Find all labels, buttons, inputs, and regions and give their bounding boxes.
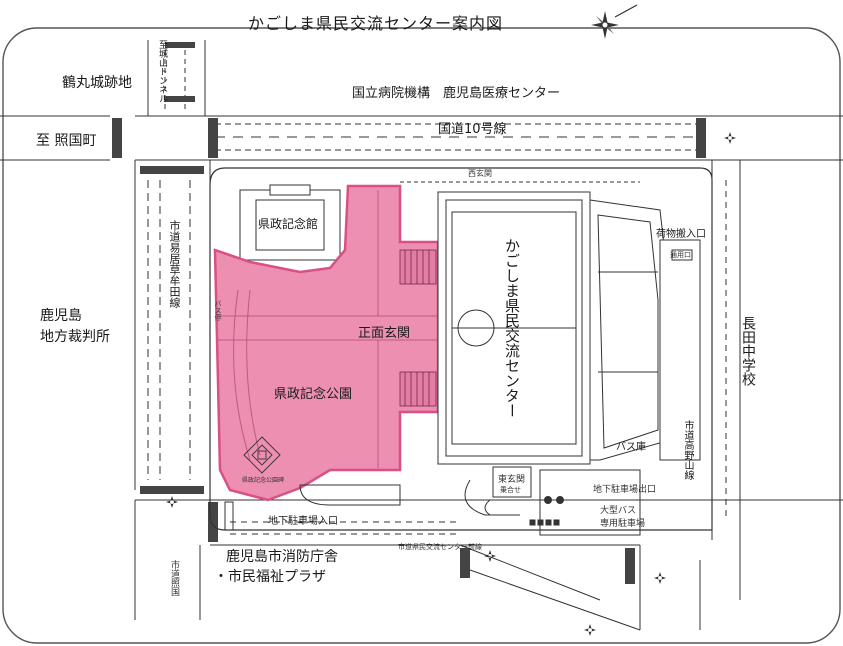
label-memorial-hall: 県政記念館 bbox=[258, 217, 319, 231]
label-nagata: 長田中学校 bbox=[740, 316, 756, 386]
label-park-small: 県政記念公園碑 bbox=[242, 477, 285, 484]
label-tunnel: 至城山トンネル bbox=[157, 40, 167, 103]
traffic-light-icon bbox=[166, 132, 736, 636]
label-small-road: 市道県民交流センター前線 bbox=[398, 543, 482, 551]
parking-area bbox=[224, 484, 401, 531]
memorial-hall-building bbox=[239, 184, 341, 261]
label-west-gate: 西玄関 bbox=[468, 169, 492, 178]
label-fire-2: ・市民福祉プラザ bbox=[214, 569, 326, 585]
compass-icon bbox=[591, 4, 638, 39]
label-tram-road: 市道易居草牟田線 bbox=[168, 220, 181, 308]
label-bus-garage: バス庫 bbox=[616, 442, 646, 453]
monument bbox=[243, 436, 281, 474]
label-route10: 国道10号線 bbox=[438, 122, 507, 137]
label-parking-exit: 地下駐車場出口 bbox=[593, 485, 657, 495]
label-main-entrance: 正面玄関 bbox=[358, 326, 411, 341]
label-center: かごしま県民交流センター bbox=[503, 238, 521, 418]
label-hospital: 国立病院機構 鹿児島医療センター bbox=[352, 86, 561, 101]
center-building bbox=[437, 191, 701, 465]
label-terukuni: 至 照国町 bbox=[36, 133, 97, 149]
courtyard bbox=[529, 469, 641, 536]
label-castle: 鶴丸城跡地 bbox=[62, 75, 132, 91]
label-east-gate: 東玄関 bbox=[498, 475, 526, 485]
site-boundary bbox=[209, 167, 713, 531]
label-drop-off: 乗合せ bbox=[500, 486, 521, 494]
east-gate-structure bbox=[464, 466, 532, 516]
label-large-bus: 大型バス bbox=[600, 506, 637, 516]
label-loading: 荷物搬入口 bbox=[656, 229, 706, 240]
label-tram2: 市道照国 bbox=[169, 560, 179, 596]
label-staff-parking: 専用駐車場 bbox=[600, 519, 646, 529]
label-takanoyama: 市道高野山線 bbox=[682, 420, 693, 480]
entrance-steps bbox=[399, 249, 437, 407]
park-area bbox=[213, 184, 440, 502]
label-fire-1: 鹿児島市消防庁舎 bbox=[226, 549, 338, 565]
map-title: かごしま県民交流センター案内図 bbox=[248, 14, 504, 33]
label-bus-stop: バス停 bbox=[214, 300, 222, 321]
label-parking-entrance: 地下駐車場入口 bbox=[268, 516, 338, 527]
label-passage: 通用口 bbox=[670, 251, 691, 259]
label-park: 県政記念公園 bbox=[274, 387, 353, 402]
park-paths bbox=[218, 190, 438, 468]
label-court-1: 鹿児島 bbox=[40, 308, 82, 324]
label-court-2: 地方裁判所 bbox=[40, 329, 110, 345]
crosswalks bbox=[112, 42, 706, 584]
